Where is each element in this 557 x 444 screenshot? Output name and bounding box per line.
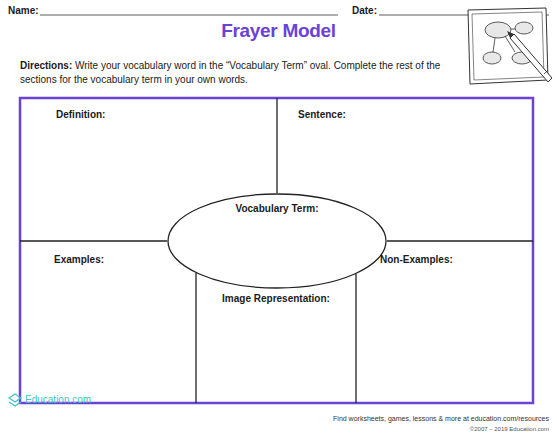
footer-text: Find worksheets, games, lessons & more a… [333,415,549,422]
copyright-text: ©2007 – 2019 Education.com [470,426,549,432]
logo-icon [9,394,21,406]
divider-line [355,274,356,403]
divider-line [387,240,533,241]
frayer-section: Image Representation: [196,289,356,403]
date-label: Date: [352,5,377,16]
section-heading: Definition: [56,109,105,120]
divider-line [20,240,167,241]
directions-heading: Directions: [20,60,72,71]
frayer-section: Examples: [20,241,196,403]
section-heading: Examples: [54,254,104,265]
frame-border [20,98,533,403]
name-line [40,15,338,16]
section-heading: Sentence: [298,109,346,120]
paper-illustration [468,8,552,84]
directions-paragraph: Directions: Write your vocabulary word i… [20,59,450,87]
section-heading: Image Representation: [196,293,356,304]
section-heading: Non-Examples: [380,254,453,265]
frayer-section: Non-Examples: [356,241,533,403]
name-label: Name: [8,5,39,16]
logo-text: Education.com [25,394,91,405]
section-heading: Vocabulary Term: [167,203,387,214]
directions-text: Write your vocabulary word in the “Vocab… [20,60,440,85]
divider-line [195,273,196,403]
worksheet-title: Frayer Model [0,20,557,42]
divider-line [276,98,277,193]
oval-shape [168,194,386,288]
term-oval: Vocabulary Term: [167,193,387,289]
